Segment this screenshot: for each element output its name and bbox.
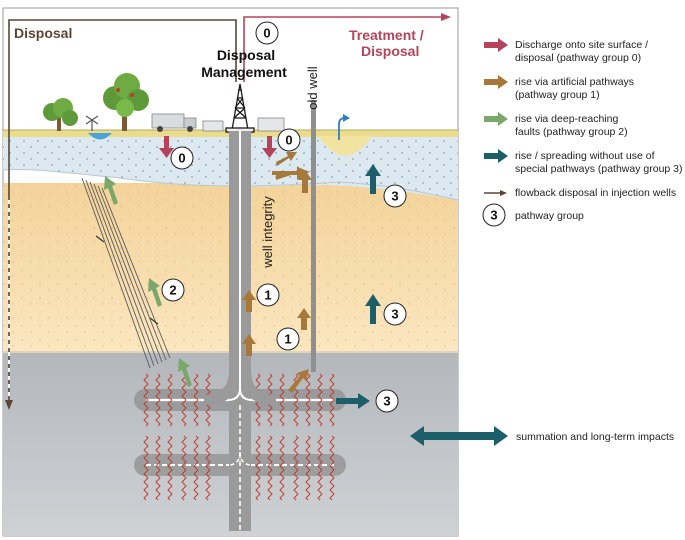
- legend-item: 3 pathway group: [482, 203, 584, 227]
- old-well: [311, 100, 316, 372]
- pathway-badge: 0: [170, 146, 194, 170]
- fracture-line: [181, 373, 187, 427]
- fracture-line: [305, 435, 311, 501]
- legend-label: Discharge onto site surface /: [515, 39, 648, 51]
- pathway-badge-number: 1: [264, 288, 271, 303]
- legend-label: pathway group: [515, 210, 584, 222]
- fracture-line: [155, 435, 161, 501]
- pathway-badge-number: 2: [169, 283, 176, 298]
- pathway-badge-number: 3: [383, 394, 390, 409]
- fracture-line: [305, 373, 311, 427]
- tree-icon: [43, 98, 78, 131]
- legend-label: (pathway group 1): [515, 89, 600, 101]
- fracture-line: [181, 435, 187, 501]
- fracture-line: [279, 435, 285, 501]
- fracture-line: [155, 373, 161, 427]
- pathway-badge: 3: [383, 302, 407, 326]
- treatment-label-2: Disposal: [361, 43, 419, 59]
- legend-arrow-icon: [484, 38, 508, 52]
- surface-depression: [318, 136, 372, 156]
- legend-arrow-icon: [484, 75, 508, 89]
- legend-badge-symbol: 3: [490, 208, 497, 223]
- fracture-line: [317, 373, 323, 427]
- fracture-line: [329, 435, 335, 501]
- treatment-line: [243, 16, 445, 82]
- legend-label: disposal (pathway group 0): [515, 52, 641, 64]
- fracture-line: [143, 373, 149, 427]
- summation-label: summation and long-term impacts: [516, 431, 674, 443]
- fracture-line: [317, 435, 323, 501]
- legend-item: rise via artificial pathways(pathway gro…: [484, 75, 634, 101]
- group0-arrow: [159, 136, 277, 158]
- legend-arrow-icon: [484, 112, 508, 126]
- fracture-line: [293, 435, 299, 501]
- disposal-label: Disposal: [14, 25, 72, 41]
- well-integrity-label: well integrity: [260, 196, 275, 269]
- fracture-line: [267, 435, 273, 501]
- pathway-badge: 1: [256, 283, 280, 307]
- pathway-badge-number: 0: [263, 26, 270, 41]
- legend-label: rise via deep-reaching: [515, 113, 618, 125]
- legend-label: rise / spreading without use of: [515, 150, 655, 162]
- legend-label: faults (pathway group 2): [515, 126, 628, 138]
- pathway-badge: 0: [277, 128, 301, 152]
- fracture-line: [279, 373, 285, 427]
- pathway-badge: 0: [255, 21, 279, 45]
- pathway-badge: 1: [276, 327, 300, 351]
- fracture-line: [143, 435, 149, 501]
- pathway-badge-number: 0: [285, 133, 292, 148]
- legend-item: flowback disposal in injection wells: [484, 187, 676, 199]
- surface-pond: [88, 133, 112, 140]
- windmill-icon: [85, 115, 99, 131]
- group3-arrow: [336, 164, 381, 409]
- legend-label: special pathways (pathway group 3): [515, 163, 683, 175]
- pathway-badge: 3: [375, 389, 399, 413]
- disposal-management-label-2: Management: [201, 64, 287, 80]
- tree-icon: [103, 73, 149, 131]
- group2-arrow: [104, 176, 192, 387]
- legend-label: flowback disposal in injection wells: [515, 187, 676, 199]
- fracture-line: [255, 435, 261, 501]
- pathway-badge: 3: [383, 184, 407, 208]
- legend-arrow-icon: [484, 149, 508, 163]
- truck-icon: [151, 113, 197, 132]
- fracture-line: [205, 435, 211, 501]
- summation-arrow: [410, 426, 508, 446]
- group1-arrow: [242, 152, 312, 393]
- fracture-line: [167, 435, 173, 501]
- legend-label: rise via artificial pathways: [515, 76, 634, 88]
- fracture-line: [167, 373, 173, 427]
- treatment-label: Treatment /: [349, 27, 424, 43]
- fracture-lines: [143, 373, 335, 501]
- building-icon: [202, 117, 285, 132]
- fracture-line: [193, 435, 199, 501]
- pathway-badge: 2: [161, 278, 185, 302]
- flowback-disposal-line: [8, 19, 237, 405]
- fracture-line: [193, 373, 199, 427]
- old-well-label: old well: [305, 66, 320, 109]
- disposal-management-label: Disposal: [217, 47, 275, 63]
- pathway-badge-number: 1: [284, 332, 291, 347]
- fracture-line: [329, 373, 335, 427]
- pathway-badge-number: 3: [391, 307, 398, 322]
- fault-zone: [81, 177, 171, 369]
- legend-item: Discharge onto site surface /disposal (p…: [484, 38, 648, 64]
- pathway-badge-number: 0: [178, 151, 185, 166]
- pathway-badge-number: 3: [391, 189, 398, 204]
